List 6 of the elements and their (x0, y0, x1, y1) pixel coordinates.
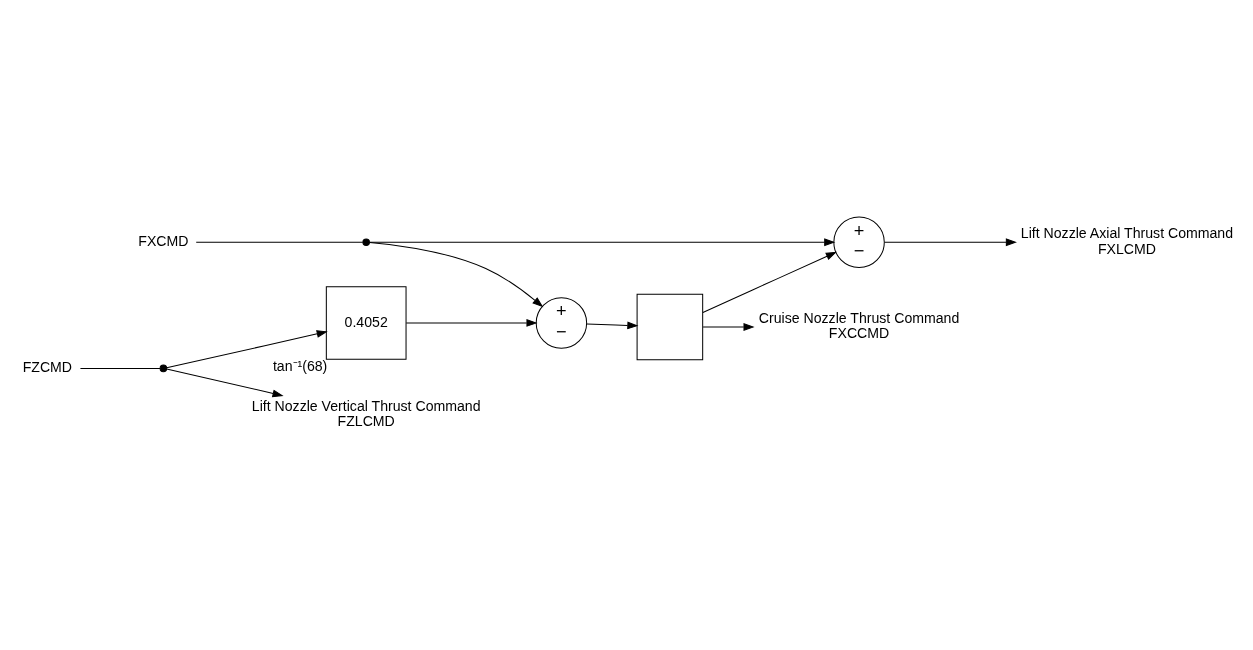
node-text: FXCMD (138, 232, 189, 249)
node-text: Lift Nozzle Axial Thrust Command FXLCMD (1020, 224, 1234, 257)
node-text: Lift Nozzle Vertical Thrust Command FZLCMD (251, 397, 481, 429)
node-label: tan⁻¹(68) (272, 357, 328, 374)
node-text: FZCMD (22, 358, 73, 375)
node-text: Cruise Nozzle Thrust Command FXCCMD (758, 309, 960, 341)
